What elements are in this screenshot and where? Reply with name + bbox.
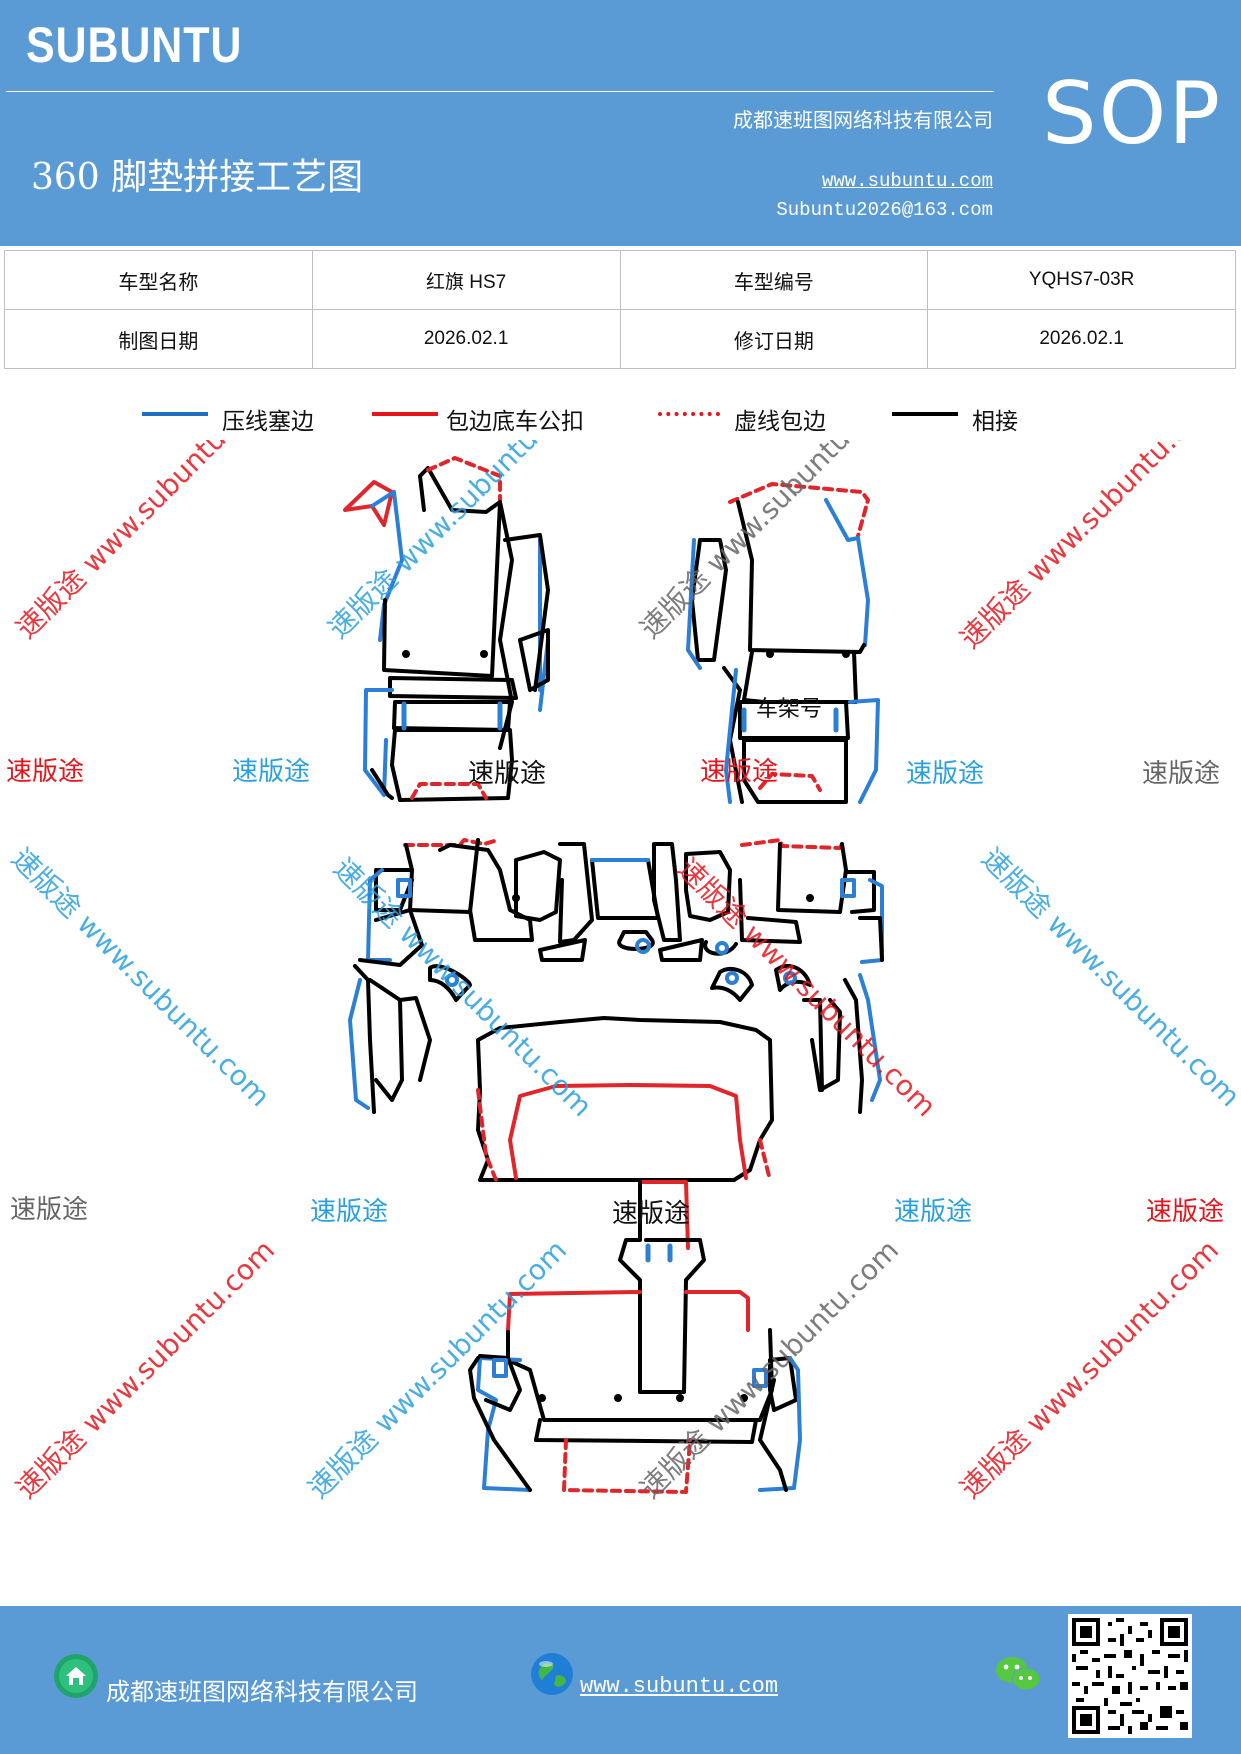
- wechat-icon: [996, 1657, 1041, 1691]
- line-legend: 压线塞边 包边底车公扣 虚线包边 相接: [0, 402, 1241, 442]
- watermark-text: 速版途: [10, 1195, 88, 1225]
- watermark-diag: 速版途 www.subuntu.com: [10, 440, 282, 645]
- globe-icon: [531, 1653, 573, 1695]
- watermark-diag: 速版途 www.subuntu.com: [954, 440, 1226, 655]
- driver-mat-drawing: [343, 456, 550, 802]
- brand-logo-text: SUBUNTU: [26, 17, 243, 73]
- floor-mat-diagram: 车架号 速版途 速版途 速版途 速版途 速版途 速版途 速版途 速版途 速版途 …: [5, 440, 1241, 1505]
- watermark-text: 速版途: [468, 759, 546, 789]
- watermark-text: 速版途: [310, 1197, 388, 1227]
- legend-swatch-red: [372, 412, 438, 416]
- legend-label: 压线塞边: [222, 409, 314, 435]
- watermark-diag: 速版途 www.subuntu.com: [954, 1233, 1226, 1505]
- passenger-mat-drawing: [686, 482, 880, 804]
- page-title: 360 脚垫拼接工艺图: [31, 157, 364, 198]
- watermark-diag: 速版途 www.subuntu.com: [634, 1233, 906, 1505]
- watermark-text: 速版途: [6, 757, 84, 787]
- legend-swatch-black: [892, 412, 958, 416]
- table-row: 车型名称 红旗 HS7 车型编号 YQHS7-03R: [4, 250, 1236, 310]
- value-draw-date: 2026.02.1: [311, 309, 621, 369]
- rear-row-drawing: [348, 838, 884, 1182]
- watermark-text: 速版途: [232, 757, 310, 787]
- watermark-diag: 速版途 www.subuntu.com: [302, 1233, 574, 1505]
- legend-label: 包边底车公扣: [446, 409, 584, 435]
- trunk-mat-drawing: [468, 1180, 802, 1494]
- watermark-text: 速版途: [700, 757, 778, 787]
- sop-badge: SOP: [1042, 64, 1223, 164]
- watermark-diag: 速版途 www.subuntu.com: [322, 440, 594, 645]
- table-row: 制图日期 2026.02.1 修订日期 2026.02.1: [4, 309, 1236, 369]
- watermark-diag: 速版途 www.subuntu.com: [5, 842, 277, 1114]
- watermark-text: 速版途: [1146, 1197, 1224, 1227]
- header-company: 成都速班图网络科技有限公司: [733, 108, 993, 132]
- qr-code-icon: [1068, 1614, 1192, 1738]
- label-model-name: 车型名称: [4, 250, 313, 310]
- footer-company: 成都速班图网络科技有限公司: [106, 1678, 418, 1706]
- frame-number-label: 车架号: [756, 697, 822, 722]
- value-model-name: 红旗 HS7: [311, 250, 621, 310]
- header-website-link[interactable]: www.subuntu.com: [821, 170, 993, 192]
- label-revise-date: 修订日期: [619, 309, 929, 369]
- legend-swatch-red-dashed: [658, 412, 720, 416]
- watermark-diag: 速版途 www.subuntu.com: [10, 1233, 282, 1505]
- watermark-text: 速版途: [1142, 759, 1220, 789]
- vehicle-info-table: 车型名称 红旗 HS7 车型编号 YQHS7-03R 制图日期 2026.02.…: [4, 250, 1236, 369]
- watermark-diag: 速版途 www.subuntu.com: [634, 440, 906, 645]
- company-home-icon: [54, 1654, 98, 1698]
- legend-label: 虚线包边: [734, 409, 826, 435]
- header-banner: SUBUNTU 成都速班图网络科技有限公司 360 脚垫拼接工艺图 www.su…: [0, 0, 1241, 246]
- value-model-code: YQHS7-03R: [927, 250, 1236, 310]
- header-divider: [6, 91, 994, 92]
- watermark-text: 速版途: [612, 1199, 690, 1229]
- label-draw-date: 制图日期: [4, 309, 313, 369]
- label-model-code: 车型编号: [619, 250, 929, 310]
- header-email: Subuntu2026@163.com: [776, 199, 993, 221]
- value-revise-date: 2026.02.1: [927, 309, 1236, 369]
- footer-website-link[interactable]: www.subuntu.com: [580, 1674, 779, 1699]
- watermark-diag: 速版途 www.subuntu.com: [975, 842, 1241, 1114]
- watermark-text: 速版途: [894, 1197, 972, 1227]
- legend-label: 相接: [972, 409, 1018, 435]
- footer-banner: 成都速班图网络科技有限公司 www.subuntu.com: [0, 1606, 1241, 1754]
- legend-swatch-blue: [142, 412, 208, 416]
- watermark-text: 速版途: [906, 759, 984, 789]
